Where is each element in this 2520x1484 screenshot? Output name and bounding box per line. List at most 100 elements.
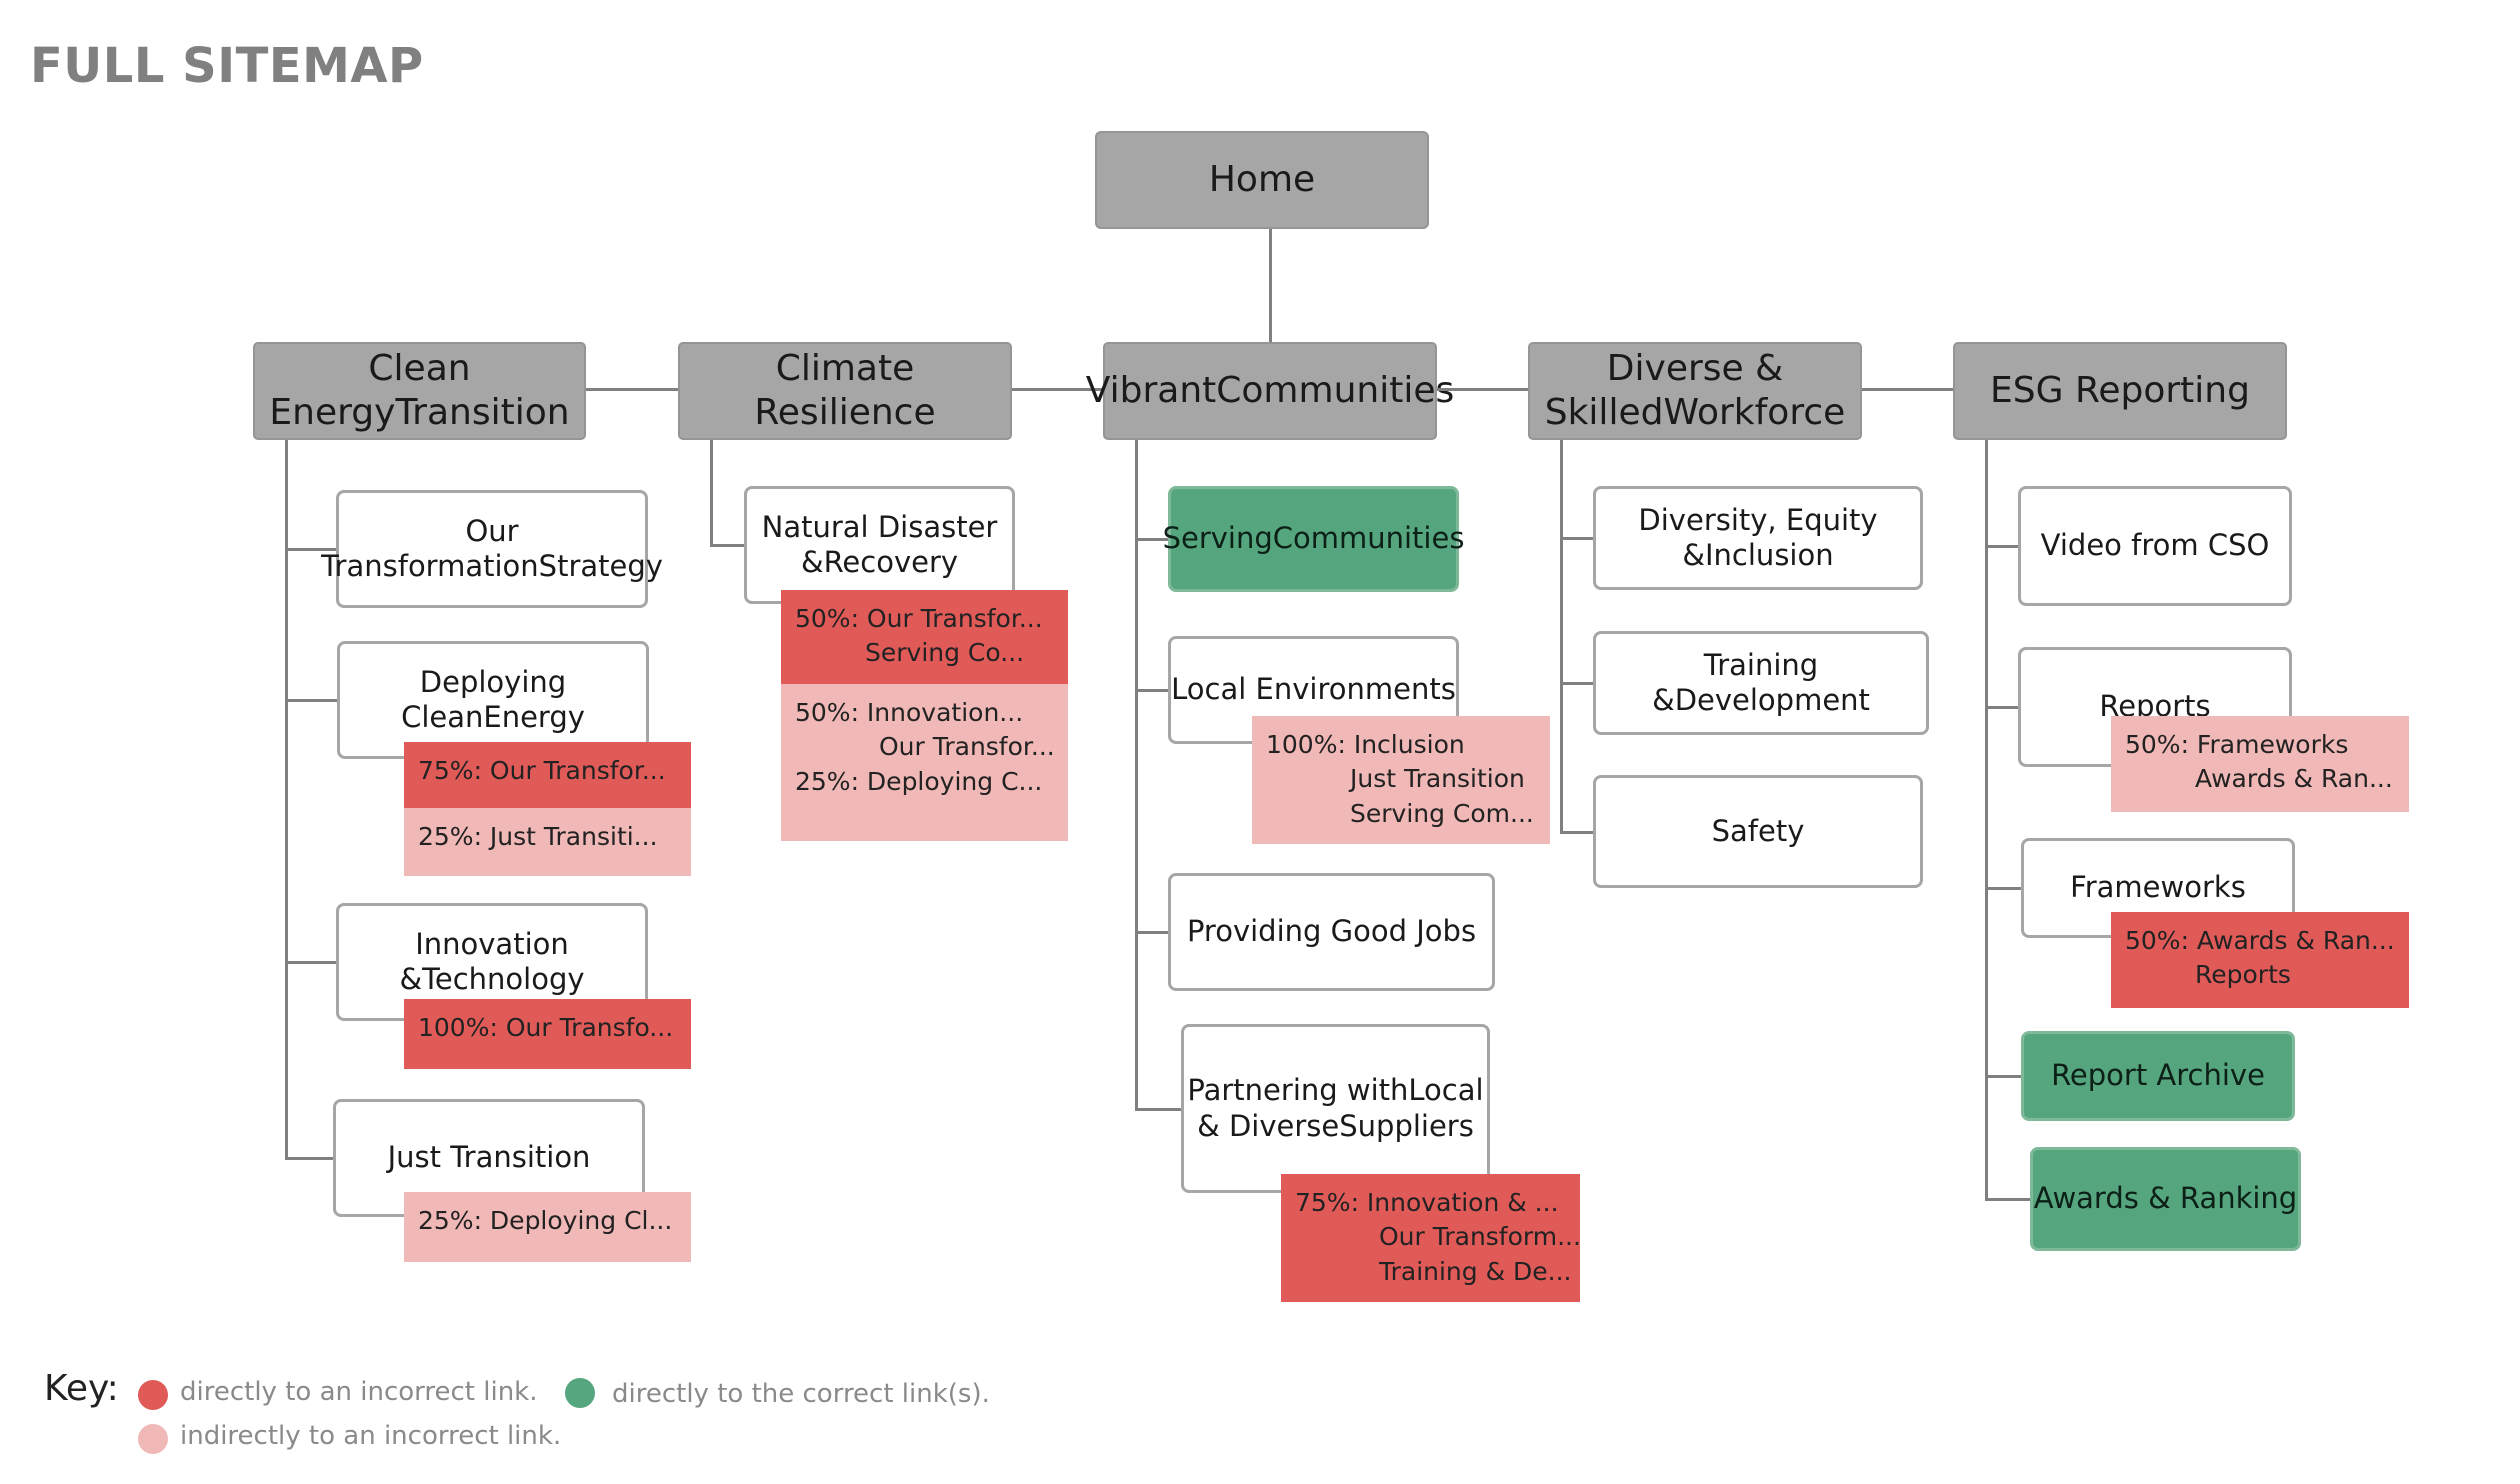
branch-connector <box>286 699 337 702</box>
key-dot-direct <box>138 1380 168 1410</box>
page-training-and-development-label-line: Development <box>1674 683 1870 717</box>
section-trunk <box>1985 440 1988 1201</box>
page-awards-and-ranking-text: Awards & Ranking <box>2034 1181 2297 1216</box>
branch-connector <box>1136 689 1168 692</box>
home-connector <box>1269 229 1272 342</box>
page-report-archive-label-line: Report Archive <box>2051 1058 2265 1093</box>
section-trunk <box>1135 440 1138 1111</box>
page-providing-good-jobs-label-line: Providing Good Jobs <box>1186 914 1477 949</box>
branch-connector <box>286 1157 333 1160</box>
branch-connector <box>1986 1075 2021 1078</box>
branch-connector <box>1136 1107 1181 1111</box>
page-natural-disaster-and-recovery[interactable]: Natural Disaster &Recovery <box>744 486 1015 604</box>
page-innovation-and-technology-label-line: Technology <box>422 962 585 996</box>
page-serving-communities-label-line: Serving <box>1162 521 1273 556</box>
branch-connector <box>711 544 744 547</box>
branch-connector <box>1136 931 1168 934</box>
home-node-label-line: Home <box>1208 159 1316 201</box>
section-diverse-and-skilled-workforce[interactable]: Diverse & SkilledWorkforce <box>1528 342 1862 440</box>
tag-line: 50%: Awards & Ran... <box>2125 926 2395 955</box>
page-video-from-cso[interactable]: Video from CSO <box>2018 486 2292 606</box>
page-title: FULL SITEMAP <box>30 38 424 94</box>
page-report-archive[interactable]: Report Archive <box>2021 1031 2295 1121</box>
branch-connector <box>1561 830 1593 834</box>
page-diversity-equity-and-inclusion-label-line: Diversity, Equity & <box>1638 502 1878 572</box>
page-local-environments-text: Local Environments <box>1171 672 1456 707</box>
tag-line: 100%: Inclusion <box>1266 730 1465 759</box>
page-safety-label-line: Safety <box>1711 813 1805 848</box>
page-report-archive-text: Report Archive <box>2051 1058 2265 1093</box>
page-training-and-development-label-line: Training & <box>1652 647 1819 717</box>
direct-incorrect-tag: 50%: Our Transfor...Serving Co... <box>781 590 1068 684</box>
page-partnering-with-local-and-diverse-suppliers-label-line: Suppliers <box>1339 1108 1474 1143</box>
section-connector <box>1012 388 1103 391</box>
page-training-and-development[interactable]: Training &Development <box>1593 631 1929 735</box>
home-node-text: Home <box>1209 158 1315 202</box>
page-diversity-equity-and-inclusion[interactable]: Diversity, Equity &Inclusion <box>1593 486 1923 590</box>
page-deploying-clean-energy[interactable]: Deploying CleanEnergy <box>337 641 649 759</box>
section-climate-resilience[interactable]: Climate Resilience <box>678 342 1012 440</box>
tag-line: 50%: Our Transfor... <box>795 604 1043 633</box>
indirect-incorrect-tag: 50%: Innovation...Our Transfor...25%: De… <box>781 684 1068 841</box>
key-text-correct: directly to the correct link(s). <box>612 1379 990 1409</box>
section-diverse-and-skilled-workforce-text: Diverse & SkilledWorkforce <box>1530 347 1860 435</box>
section-esg-reporting-text: ESG Reporting <box>1990 369 2250 413</box>
tag-line: Serving Com... <box>1350 798 1534 828</box>
page-our-transformation-strategy[interactable]: Our TransformationStrategy <box>321 490 663 608</box>
section-trunk <box>1560 440 1563 834</box>
page-serving-communities-text: ServingCommunities <box>1163 521 1465 556</box>
section-vibrant-communities-label-line: Communities <box>1216 370 1455 412</box>
page-partnering-with-local-and-diverse-suppliers-label-line: Partnering with <box>1187 1073 1409 1108</box>
section-vibrant-communities[interactable]: VibrantCommunities <box>1086 342 1454 440</box>
home-node[interactable]: Home <box>1095 131 1429 229</box>
tag-line: 100%: Our Transfo... <box>418 1013 674 1042</box>
indirect-incorrect-tag: 25%: Just Transiti... <box>404 808 691 876</box>
tag-line: Our Transfor... <box>879 732 1055 762</box>
tag-line: Awards & Ran... <box>2195 764 2393 794</box>
page-local-environments-label-line: Local Environments <box>1171 672 1456 707</box>
page-our-transformation-strategy-text: Our TransformationStrategy <box>321 514 663 585</box>
section-vibrant-communities-text: VibrantCommunities <box>1086 369 1454 413</box>
page-our-transformation-strategy-label-line: Strategy <box>538 549 663 583</box>
page-serving-communities[interactable]: ServingCommunities <box>1163 486 1464 592</box>
branch-connector <box>286 961 336 964</box>
key-text-direct: directly to an incorrect link. <box>180 1377 538 1407</box>
page-safety-text: Safety <box>1712 814 1805 849</box>
page-video-from-cso-text: Video from CSO <box>2041 528 2270 563</box>
branch-connector <box>1986 1198 2030 1201</box>
page-training-and-development-text: Training &Development <box>1596 648 1926 719</box>
page-partnering-with-local-and-diverse-suppliers[interactable]: Partnering withLocal & DiverseSuppliers <box>1181 1024 1490 1193</box>
page-innovation-and-technology-label-line: Innovation & <box>399 926 569 996</box>
section-esg-reporting[interactable]: ESG Reporting <box>1953 342 2287 440</box>
indirect-incorrect-tag: 25%: Deploying Cl... <box>404 1192 691 1262</box>
branch-connector <box>1986 545 2018 548</box>
branch-connector <box>1561 537 1593 540</box>
direct-incorrect-tag: 100%: Our Transfo... <box>404 999 691 1069</box>
page-awards-and-ranking[interactable]: Awards & Ranking <box>2030 1147 2301 1251</box>
tag-line: 75%: Innovation & ... <box>1295 1188 1559 1217</box>
direct-incorrect-tag: 75%: Our Transfor... <box>404 742 691 808</box>
tag-line: Training & De... <box>1379 1256 1572 1286</box>
page-safety[interactable]: Safety <box>1593 775 1923 888</box>
direct-incorrect-tag: 50%: Awards & Ran... Reports <box>2111 912 2409 1008</box>
page-providing-good-jobs[interactable]: Providing Good Jobs <box>1168 873 1495 991</box>
section-diverse-and-skilled-workforce-label-line: Diverse & Skilled <box>1544 348 1784 433</box>
page-innovation-and-technology-text: Innovation &Technology <box>339 927 645 998</box>
page-awards-and-ranking-label-line: Awards & Ranking <box>2033 1181 2298 1216</box>
section-diverse-and-skilled-workforce-label-line: Workforce <box>1663 392 1846 433</box>
section-clean-energy-transition[interactable]: Clean EnergyTransition <box>253 342 586 440</box>
tag-line: 75%: Our Transfor... <box>418 756 666 785</box>
section-climate-resilience-label-line: Climate Resilience <box>754 348 936 433</box>
key-label: Key: <box>44 1368 119 1409</box>
page-video-from-cso-label-line: Video from CSO <box>2040 528 2270 563</box>
section-trunk <box>710 440 713 547</box>
tag-line: 25%: Deploying Cl... <box>418 1206 673 1235</box>
key-dot-correct <box>565 1378 595 1408</box>
section-esg-reporting-label-line: ESG Reporting <box>1990 370 2250 412</box>
tag-line: Reports <box>2195 960 2291 990</box>
branch-connector <box>1561 682 1593 685</box>
page-natural-disaster-and-recovery-label-line: Natural Disaster & <box>761 509 998 579</box>
